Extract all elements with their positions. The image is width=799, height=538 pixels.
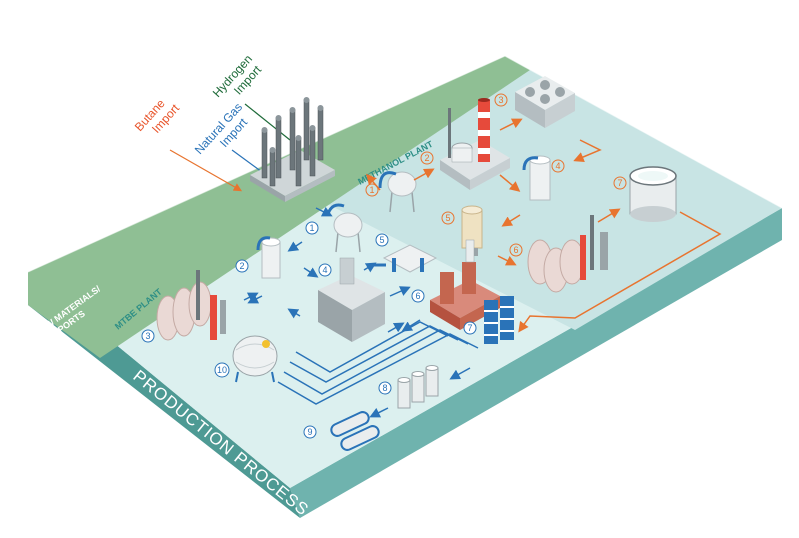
raw-materials-band	[28, 56, 530, 358]
svg-text:10: 10	[217, 365, 227, 375]
mtbe-step-6: 6	[411, 289, 425, 303]
mtbe-step-4: 4	[318, 263, 332, 277]
svg-text:5: 5	[445, 213, 450, 223]
mtbe-drum	[256, 236, 281, 279]
methanol-reformer	[440, 98, 510, 190]
mtbe-step-1: 1	[305, 221, 319, 235]
methanol-step-5: 5	[441, 211, 455, 225]
methanol-sphere-tank	[378, 171, 417, 213]
mtbe-step-8: 8	[378, 381, 392, 395]
svg-text:2: 2	[239, 261, 244, 271]
mtbe-step-9: 9	[303, 425, 317, 439]
svg-text:7: 7	[617, 178, 622, 188]
mtbe-reactor-block	[318, 257, 385, 342]
mtbe-step-3: 3	[141, 329, 155, 343]
svg-text:9: 9	[307, 427, 312, 437]
mtbe-flow-pipes	[243, 206, 479, 418]
methanol-step-2: 2	[420, 151, 434, 165]
svg-text:3: 3	[498, 95, 503, 105]
slab-right-side	[290, 208, 782, 518]
mtbe-spherical-storage	[232, 335, 278, 383]
methanol-equipment	[378, 76, 677, 293]
svg-text:5: 5	[379, 235, 384, 245]
svg-text:2: 2	[424, 153, 429, 163]
methanol-step-markers: 1 2 3 4 5 6 7	[365, 93, 627, 257]
svg-text:7: 7	[467, 323, 472, 333]
methanol-flow-arrows	[366, 118, 722, 333]
mtbe-step-2: 2	[235, 259, 249, 273]
methanol-drum	[522, 155, 551, 201]
import-facility	[250, 97, 335, 202]
mtbe-step-7: 7	[463, 321, 477, 335]
methanol-distillation	[527, 215, 608, 293]
mtbe-blue-column	[484, 296, 514, 344]
mtbe-step-5: 5	[375, 233, 389, 247]
svg-text:4: 4	[322, 265, 327, 275]
mtbe-step-10: 10	[214, 362, 230, 378]
methanol-step-4: 4	[551, 159, 565, 173]
svg-text:6: 6	[513, 245, 518, 255]
mtbe-sphere-tank	[326, 203, 363, 253]
svg-text:8: 8	[382, 383, 387, 393]
methanol-step-1: 1	[365, 183, 379, 197]
svg-text:6: 6	[415, 291, 420, 301]
import-pointers	[169, 103, 291, 192]
mtbe-step-markers: 1 2 3 4 5 6 7 8 9 10	[141, 221, 477, 439]
svg-text:3: 3	[145, 331, 150, 341]
hydrogen-import-label: Hydrogen Import	[210, 52, 265, 100]
natural-gas-import-label: Natural Gas Import	[192, 100, 251, 157]
methanol-storage-tank	[629, 166, 677, 222]
mtbe-horizontal-vessels	[330, 411, 380, 451]
methanol-step-7: 7	[613, 176, 627, 190]
svg-text:1: 1	[369, 185, 374, 195]
svg-text:1: 1	[309, 223, 314, 233]
butane-import-label: Butane Import	[132, 96, 183, 136]
mtbe-equipment	[156, 203, 514, 451]
methanol-step-3: 3	[494, 93, 508, 107]
methanol-coolers	[515, 76, 575, 128]
mtbe-columns	[156, 270, 226, 341]
svg-text:4: 4	[555, 161, 560, 171]
methanol-step-6: 6	[509, 243, 523, 257]
mtbe-storage-bullets	[397, 365, 439, 409]
